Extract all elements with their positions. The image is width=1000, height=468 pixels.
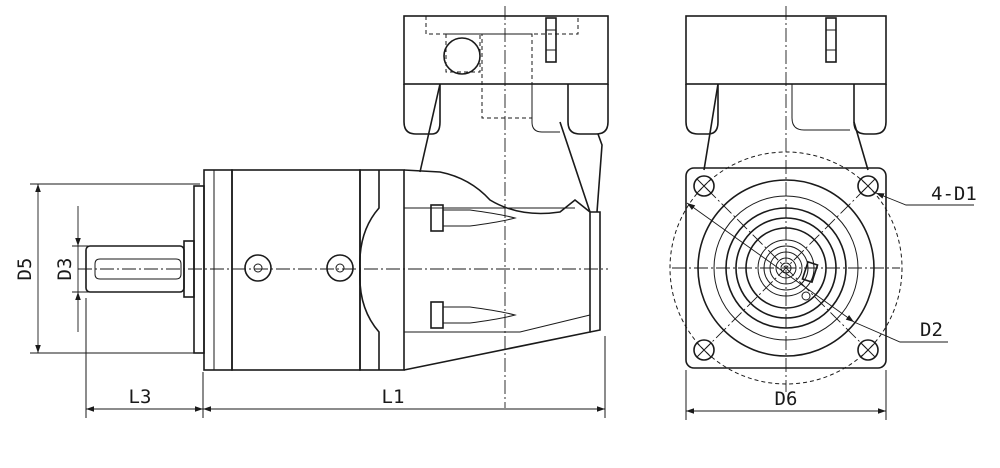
- dimension-label-d6: D6: [775, 388, 798, 410]
- side-dimensions: [30, 183, 606, 418]
- mounting-flange: [193, 169, 233, 371]
- main-housing: [231, 169, 361, 371]
- front-dimensions: [685, 192, 974, 420]
- dimension-label-l1: L1: [382, 386, 405, 408]
- dimension-label-d1: 4-D1: [931, 183, 977, 205]
- side-view: [78, 6, 609, 408]
- front-view: [669, 6, 903, 392]
- dimension-label-d2: D2: [920, 319, 943, 341]
- dimension-label-d5: D5: [14, 258, 36, 281]
- dimension-label-d3: D3: [54, 258, 76, 281]
- motor-adapter-top: [403, 15, 609, 213]
- angle-head: [359, 169, 601, 371]
- dimension-label-l3: L3: [129, 386, 152, 408]
